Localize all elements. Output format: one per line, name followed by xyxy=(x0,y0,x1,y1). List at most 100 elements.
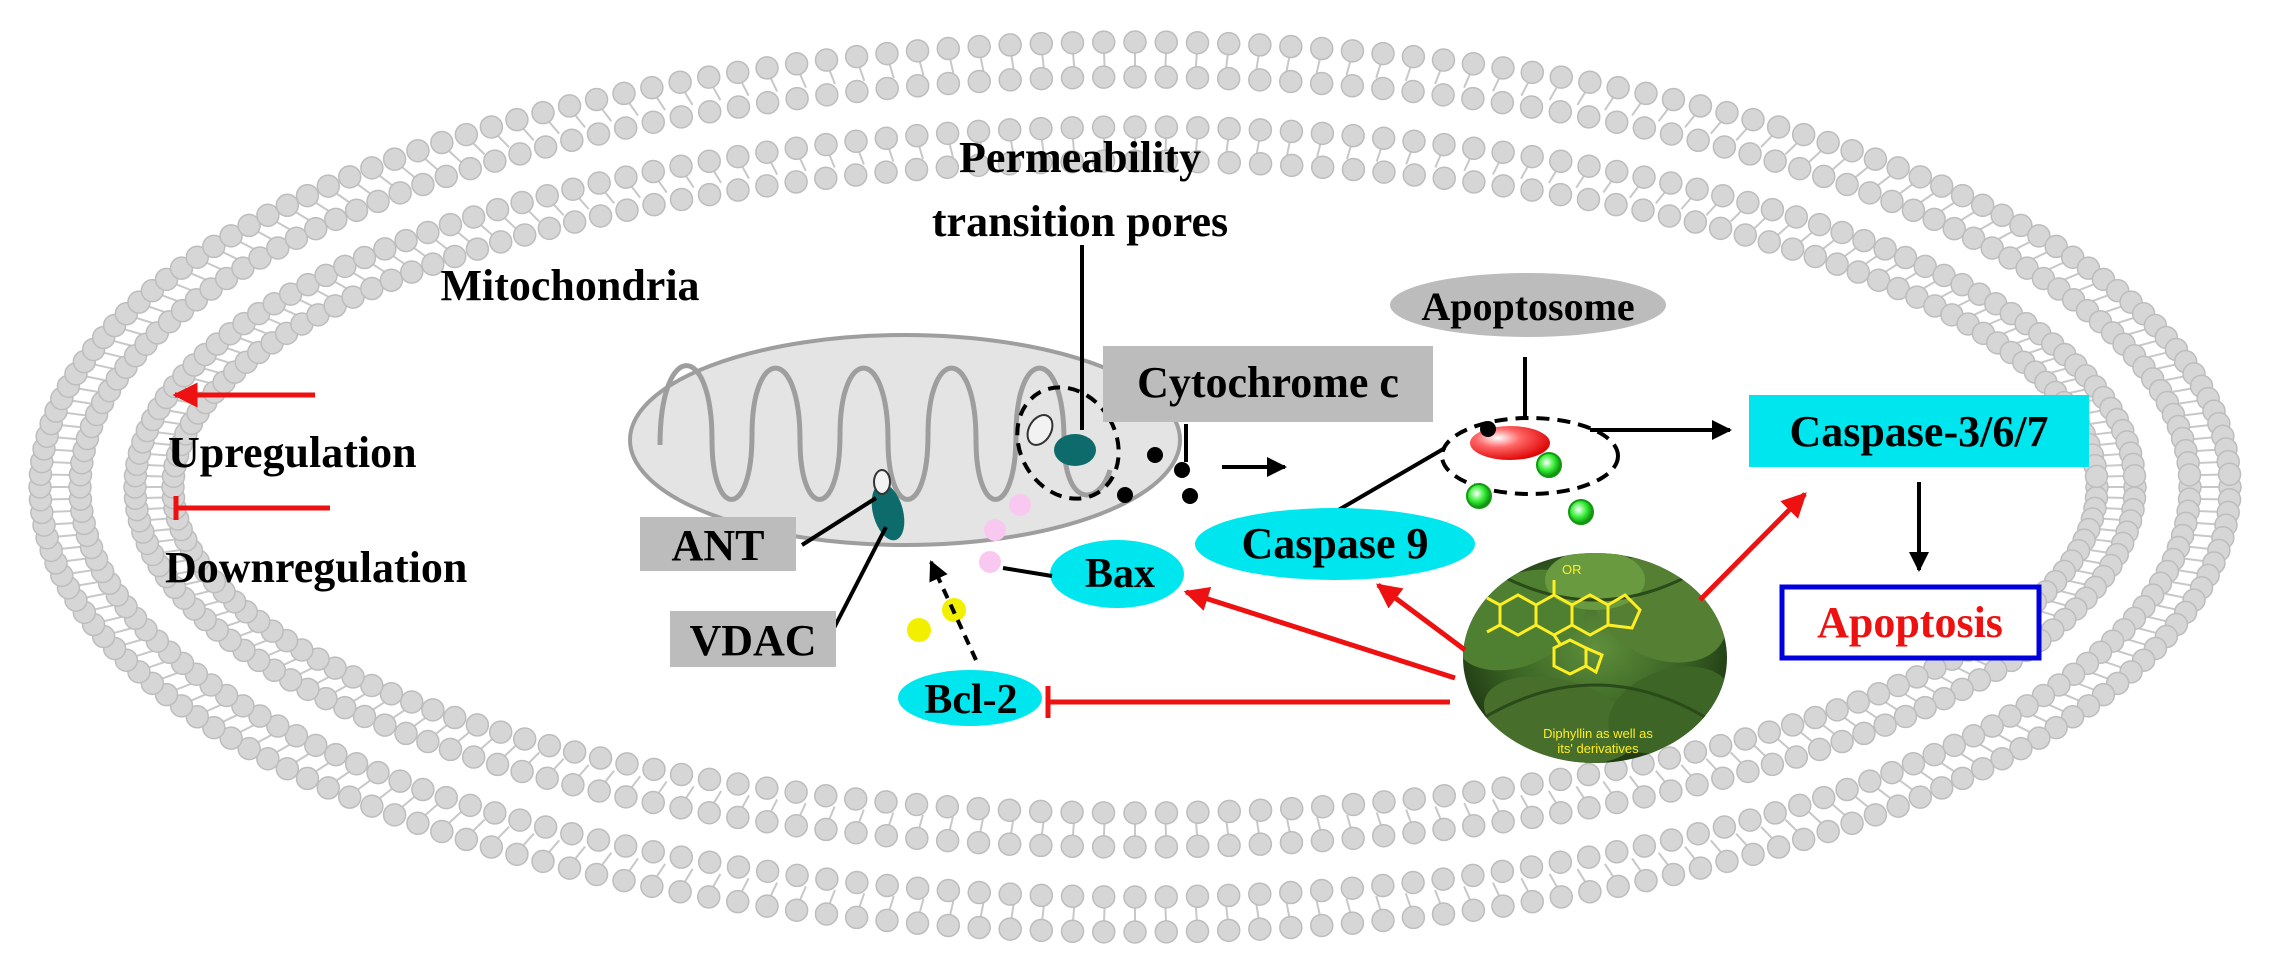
lipid-head xyxy=(966,796,991,821)
lipid-head xyxy=(1922,207,1946,232)
lipid-head xyxy=(845,870,869,895)
lipid-tail xyxy=(655,96,666,111)
lipid-head xyxy=(697,800,721,825)
lipid-tail xyxy=(1710,120,1723,135)
lipid-head xyxy=(669,154,693,178)
vdac-channel xyxy=(871,483,905,541)
lipid-head xyxy=(1060,115,1084,140)
lipid-head xyxy=(421,698,445,722)
lipid-tail xyxy=(294,210,312,222)
lipid-tail xyxy=(1255,904,1260,920)
lipid-head xyxy=(314,263,338,288)
lipid-head xyxy=(202,234,226,259)
lipid-tail xyxy=(1520,165,1530,180)
lipid-tail xyxy=(1604,96,1615,111)
lipid-tail xyxy=(471,818,486,833)
lipid-head xyxy=(1780,237,1805,261)
lipid-tail xyxy=(2178,399,2199,405)
lipid-tail xyxy=(1777,223,1791,236)
lipid-tail xyxy=(1225,53,1229,69)
lipid-tail xyxy=(434,238,449,251)
lipid-tail xyxy=(798,72,807,88)
lipid-head xyxy=(1549,800,1573,825)
lipid-tail xyxy=(162,420,181,426)
lipid-tail xyxy=(1195,822,1199,837)
apoptosome-cyt-dot xyxy=(1480,421,1496,437)
lipid-tail xyxy=(740,877,750,893)
cytochrome-c-label: Cytochrome c xyxy=(1137,358,1399,407)
lipid-head xyxy=(1578,70,1602,94)
lipid-head xyxy=(1780,713,1805,737)
lipid-head xyxy=(1154,65,1179,89)
lipid-tail xyxy=(684,174,695,189)
lipid-head xyxy=(266,236,290,260)
lipid-head xyxy=(936,71,961,96)
lipid-head xyxy=(411,172,435,197)
lipid-head xyxy=(1310,794,1335,819)
lipid-head xyxy=(697,149,721,174)
lipid-head xyxy=(587,779,611,803)
lipid-head xyxy=(1659,171,1683,195)
lipid-tail xyxy=(603,190,615,204)
lipid-head xyxy=(1186,115,1210,140)
lipid-tail xyxy=(858,892,866,909)
lipid-head xyxy=(1811,785,1836,810)
lipid-head xyxy=(1605,790,1629,815)
lipid-tail xyxy=(1463,72,1472,88)
lipid-head xyxy=(844,44,869,69)
lipid-head xyxy=(726,95,751,119)
lipid-tail xyxy=(412,716,428,728)
lipid-head xyxy=(875,76,899,101)
lipid-tail xyxy=(1808,811,1823,825)
lipid-head xyxy=(784,813,809,838)
lipid-tail xyxy=(1777,738,1791,751)
lipid-tail xyxy=(918,145,924,160)
lipid-head xyxy=(373,237,397,261)
lipid-head xyxy=(584,87,609,112)
lipid-head xyxy=(1712,815,1737,839)
lipid-tail xyxy=(1285,56,1291,72)
lipid-tail xyxy=(1010,904,1015,920)
lipid-tail xyxy=(2137,627,2158,635)
lipid-tail xyxy=(1730,209,1743,223)
lipid-head xyxy=(1970,756,1995,781)
lipid-head xyxy=(1371,126,1396,151)
lipid-head xyxy=(1825,698,1849,722)
caspase-367-box xyxy=(1749,395,2089,467)
lipid-tail xyxy=(1655,770,1667,784)
lipid-head xyxy=(1929,174,1954,198)
lipid-head xyxy=(1950,766,1975,791)
lipid-head xyxy=(1816,130,1840,155)
lipid-head xyxy=(557,856,582,880)
lipid-head xyxy=(1715,849,1739,874)
lipid-tail xyxy=(1735,833,1749,847)
lipid-head xyxy=(844,129,868,154)
lipid-tail xyxy=(1404,65,1412,82)
lipid-tail xyxy=(434,723,449,736)
lipid-head xyxy=(1893,704,1918,729)
bax-node xyxy=(1050,540,1184,608)
lipid-tail xyxy=(1977,742,1995,754)
lipid-head xyxy=(1577,154,1601,178)
lipid-head xyxy=(1060,834,1084,859)
lipid-tail xyxy=(2198,461,2219,465)
lipid-tail xyxy=(1345,60,1352,76)
lipid-head xyxy=(1922,742,1946,767)
lipid-head xyxy=(1863,803,1888,827)
lipid-head xyxy=(935,794,960,819)
lipid-tail xyxy=(857,809,865,824)
lipid-head xyxy=(1733,727,1758,751)
lipid-tail xyxy=(769,161,779,176)
lipid-tail xyxy=(1684,846,1697,861)
lipid-head xyxy=(1998,704,2022,728)
lipid-tail xyxy=(1876,787,1892,800)
lipid-head xyxy=(1186,800,1210,825)
lipid-tail xyxy=(356,778,372,791)
lipid-head xyxy=(1248,68,1272,92)
lipid-tail xyxy=(71,399,92,405)
lipid-tail xyxy=(949,58,955,74)
bcl2-node xyxy=(898,670,1042,726)
lipid-head xyxy=(998,68,1022,92)
lipid-tail xyxy=(2102,517,2121,521)
lipid-tail xyxy=(1520,877,1530,893)
